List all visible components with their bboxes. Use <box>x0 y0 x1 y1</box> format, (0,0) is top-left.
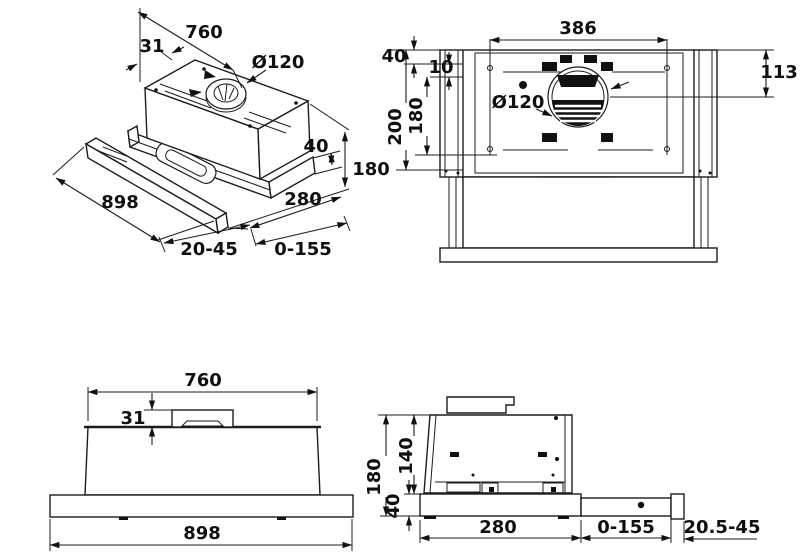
side-dim-body-depth: 280 <box>479 517 517 538</box>
duct-collar <box>171 409 234 428</box>
front-dim-visor-width: 898 <box>183 523 221 544</box>
side-dim-telescopic-extension: 0-155 <box>597 517 655 538</box>
top-dim-top-offset: 40 <box>381 46 406 67</box>
iso-dim-base-height: 40 <box>303 136 328 157</box>
airflow-arrow <box>204 70 216 79</box>
top-dim-duct-center-offset: 113 <box>760 62 798 83</box>
duct-opening <box>547 66 609 128</box>
isometric-view: 760 31 Ø120 40 180 898 280 20-45 <box>52 8 390 260</box>
visor-panel <box>419 493 582 517</box>
side-dim-total-height: 180 <box>364 458 385 496</box>
airflow-arrow <box>189 89 202 97</box>
top-dim-mounting-width: 386 <box>559 18 597 39</box>
top-dim-inner-depth: 180 <box>406 97 427 135</box>
iso-dim-front-adjust: 20-45 <box>180 239 238 260</box>
side-dim-visor-height: 40 <box>383 493 404 518</box>
side-dim-body-height: 140 <box>396 437 417 475</box>
mount-hole <box>519 81 527 89</box>
top-dim-mounting-depth: 200 <box>385 108 406 146</box>
iso-dim-collar-offset: 31 <box>139 36 164 57</box>
visor-end-cap <box>670 493 685 520</box>
top-dim-duct-diameter: Ø120 <box>492 92 545 113</box>
iso-dim-telescopic-extension: 0-155 <box>274 239 332 260</box>
top-dim-inner-offset: 10 <box>428 57 453 78</box>
visor-panel <box>49 494 354 518</box>
iso-dim-top-width: 760 <box>185 22 223 43</box>
side-view: 180 140 40 280 0-155 20.5-45 <box>364 396 761 543</box>
front-view: 760 31 898 <box>49 370 354 551</box>
iso-dim-total-height: 180 <box>352 159 390 180</box>
side-dim-visor-adjust: 20.5-45 <box>684 517 761 538</box>
telescopic-rail <box>580 497 672 517</box>
duct-collar <box>189 70 247 113</box>
iso-dim-duct-diameter: Ø120 <box>252 52 305 73</box>
handle-recess <box>155 142 217 184</box>
iso-dim-depth: 280 <box>284 189 322 210</box>
front-dim-collar-height: 31 <box>120 408 145 429</box>
top-view: 386 40 10 180 200 113 Ø120 <box>381 18 798 263</box>
duct-collar <box>446 396 515 414</box>
front-dim-body-width: 760 <box>184 370 222 391</box>
iso-dim-visor-width: 898 <box>101 192 139 213</box>
